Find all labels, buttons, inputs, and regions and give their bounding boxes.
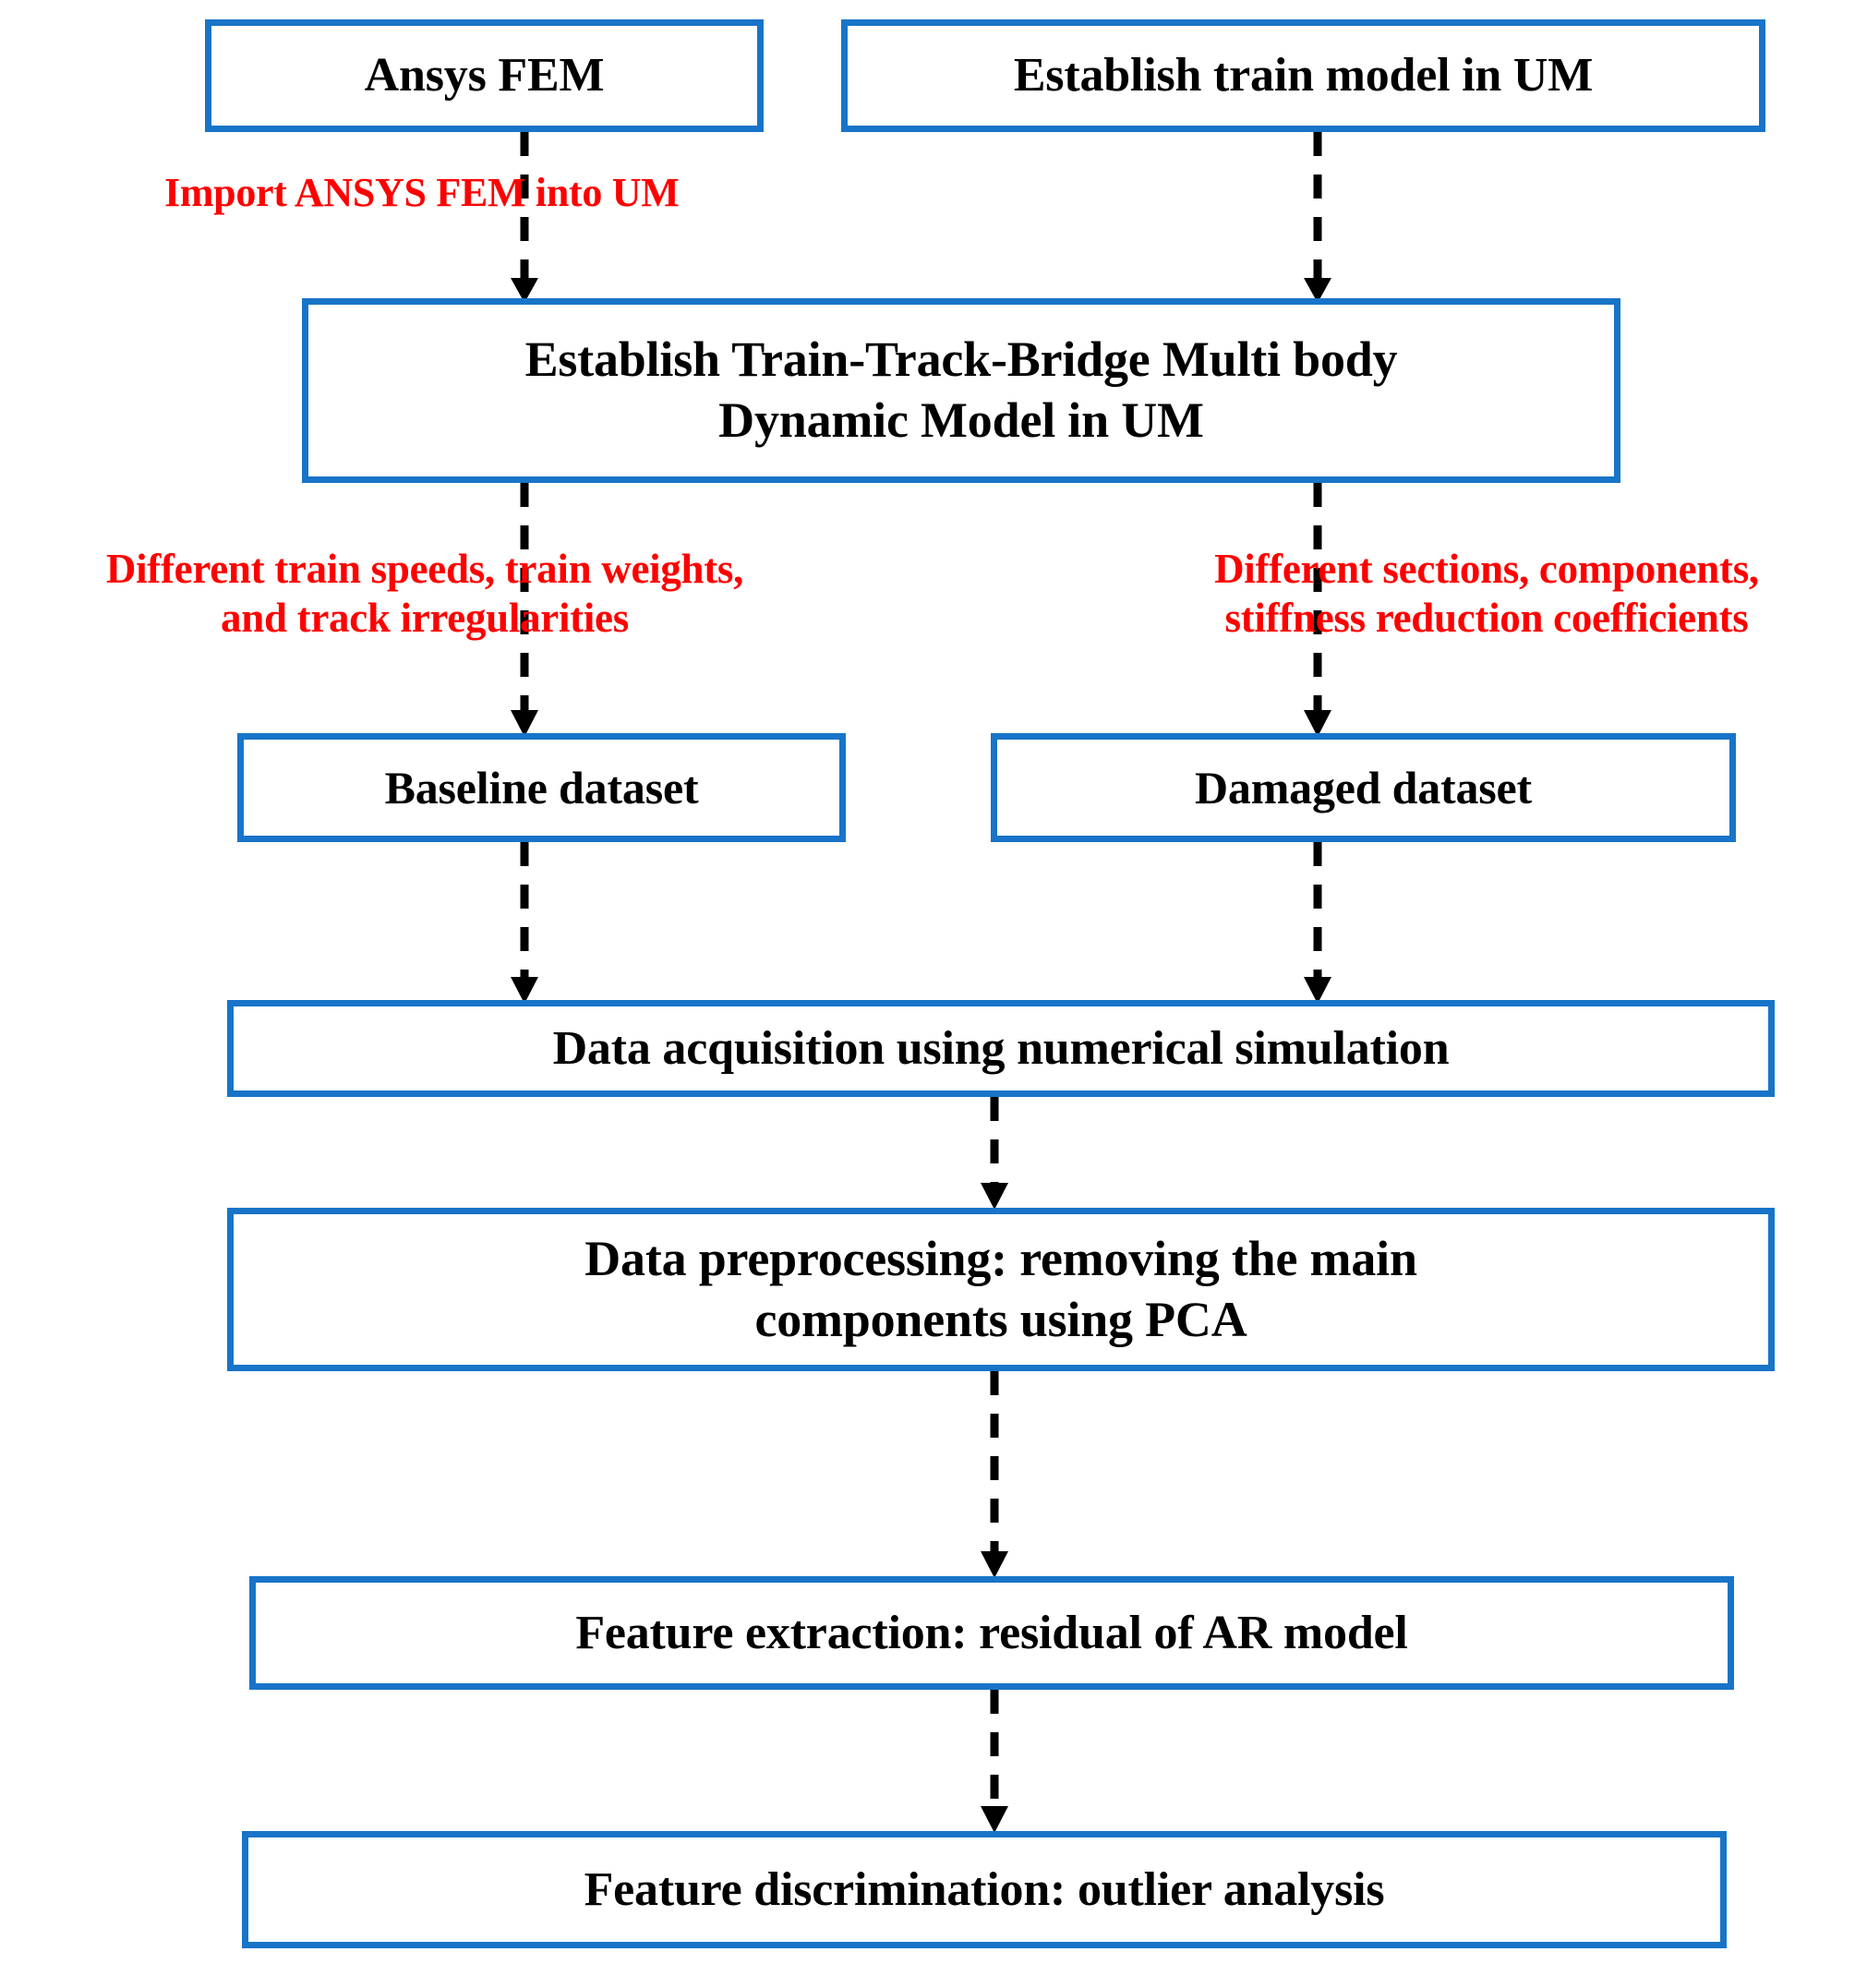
node-data-acquisition[interactable]: Data acquisition using numerical simulat… [227,1000,1775,1097]
node-damaged-dataset[interactable]: Damaged dataset [991,733,1736,842]
edge-ansys-to-multibody [511,132,538,303]
node-label: Establish train model in UM [1013,49,1594,102]
node-label: Damaged dataset [1194,761,1533,813]
node-label: Data preprocessing: removing the main co… [584,1230,1417,1347]
edge-multibody-to-damaged [1304,483,1331,737]
node-establish-train-model[interactable]: Establish train model in UM [841,19,1765,132]
node-label: Feature extraction: residual of AR model [575,1606,1408,1659]
node-baseline-dataset[interactable]: Baseline dataset [237,733,846,842]
edge-baseline-to-acquisition [511,842,538,1004]
edge-acquisition-to-preprocess [981,1097,1008,1210]
edge-damaged-to-acquisition [1304,842,1331,1004]
edge-extraction-to-discriminate [981,1690,1008,1833]
annotation-import-ansys: Import ANSYS FEM into UM [164,170,680,215]
node-label: Establish Train-Track-Bridge Multi body … [524,331,1398,448]
node-data-preprocessing[interactable]: Data preprocessing: removing the main co… [227,1208,1775,1371]
annotation-baseline-variations: Different train speeds, train weights, a… [105,546,744,642]
annotation-damage-variations: Different sections, components, stiffnes… [1214,546,1759,642]
node-multibody-dynamic-model[interactable]: Establish Train-Track-Bridge Multi body … [302,298,1620,483]
node-ansys-fem[interactable]: Ansys FEM [205,19,764,132]
node-label: Data acquisition using numerical simulat… [552,1021,1450,1075]
edge-preprocess-to-extraction [981,1371,1008,1578]
node-feature-discrimination[interactable]: Feature discrimination: outlier analysis [242,1831,1727,1948]
node-feature-extraction[interactable]: Feature extraction: residual of AR model [249,1576,1734,1690]
node-label: Baseline dataset [384,761,699,813]
edge-trainmodel-to-multibody [1304,132,1331,303]
edge-multibody-to-baseline [511,483,538,737]
node-label: Ansys FEM [364,49,605,102]
node-label: Feature discrimination: outlier analysis [584,1862,1385,1916]
